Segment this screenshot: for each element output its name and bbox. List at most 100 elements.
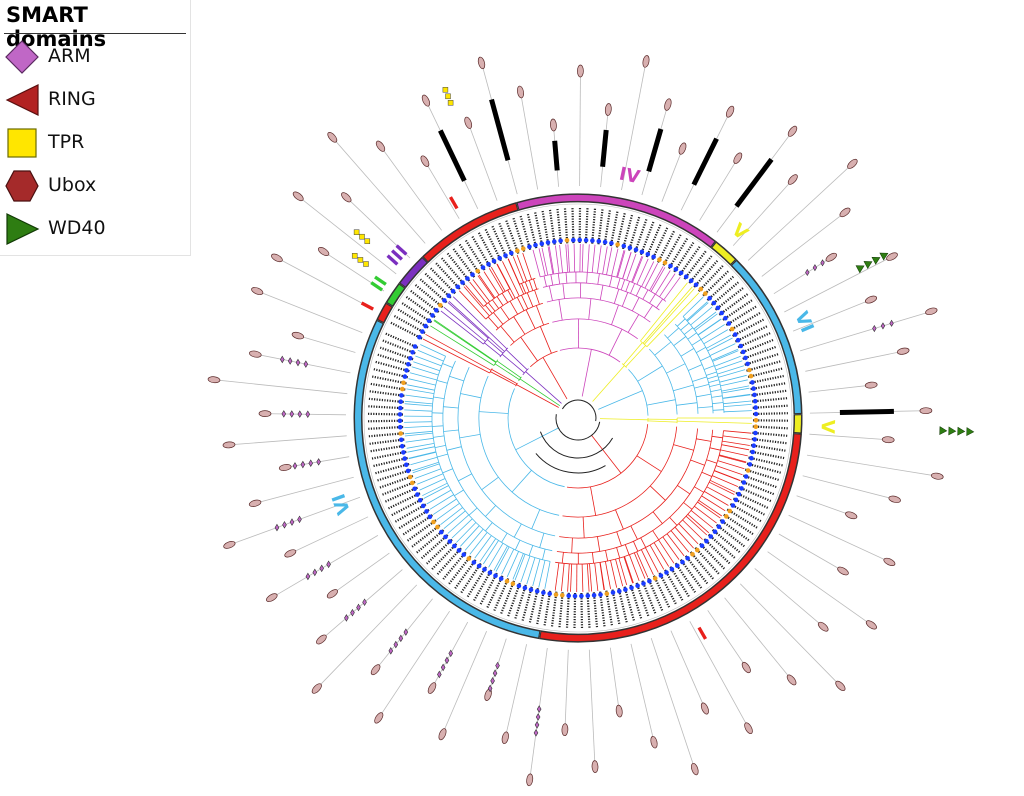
leaf-dot [683, 274, 689, 280]
branch [694, 384, 709, 389]
black-domain-bar [489, 98, 511, 161]
leaf-name [662, 234, 682, 266]
branch [493, 312, 504, 325]
branch [442, 392, 446, 422]
branch [604, 322, 638, 340]
branch [649, 293, 656, 304]
branch [519, 282, 524, 285]
branch [463, 286, 490, 317]
leaf-dot [673, 267, 679, 272]
black-domain-bar [438, 129, 467, 182]
leaf-dot [730, 503, 736, 508]
branch [587, 562, 600, 565]
branch [636, 258, 649, 285]
branch [526, 292, 534, 307]
branch [697, 482, 710, 503]
branch [704, 365, 715, 370]
leaf-dot [452, 543, 457, 549]
branch [521, 295, 529, 310]
branch [700, 355, 711, 362]
branch [565, 244, 569, 273]
leaf-name [401, 302, 433, 324]
arm-domain [356, 603, 361, 612]
arm-domain [872, 324, 877, 333]
branch [586, 563, 590, 592]
branch [586, 548, 613, 554]
black-domain-bar [646, 128, 664, 173]
branch [485, 505, 496, 517]
leaf-dot [415, 492, 420, 497]
leaf-name [732, 318, 765, 337]
leaf-dot [609, 240, 614, 246]
branch [718, 369, 746, 378]
branch [456, 522, 477, 543]
branch [446, 446, 462, 451]
leaf-dot [651, 254, 656, 260]
branch [599, 558, 616, 563]
leaf-dot [602, 239, 608, 245]
branch [636, 284, 646, 289]
ubox-domain [266, 593, 278, 602]
branch [444, 360, 456, 393]
branch [612, 542, 631, 549]
leaf-dot [442, 298, 447, 303]
ubox-domain [526, 773, 534, 787]
leaf-dot [598, 592, 603, 597]
branch [616, 277, 621, 289]
black-domain-bar [734, 157, 774, 208]
branch [561, 552, 564, 564]
leaf-dot [407, 474, 413, 480]
branch [526, 557, 536, 585]
branch [573, 243, 576, 273]
branch [489, 297, 496, 302]
branch [677, 477, 700, 510]
leaf-name [397, 308, 429, 329]
branch [719, 454, 747, 463]
branch [485, 522, 493, 532]
leaf-name [369, 438, 405, 445]
leaf-name [379, 474, 414, 489]
arm-domain [282, 521, 287, 529]
branch [434, 319, 497, 363]
leaf-name [420, 534, 449, 560]
leaf-name [732, 497, 765, 516]
branch [489, 370, 492, 374]
gene-track [754, 568, 827, 630]
leaf-dot [699, 543, 705, 548]
leaf-dot [420, 503, 426, 509]
leaf-name [639, 221, 655, 256]
gene-track [440, 631, 487, 739]
branch [532, 249, 541, 278]
branch [407, 384, 435, 391]
branch [514, 553, 526, 581]
gene-track [761, 209, 849, 277]
branch [523, 553, 536, 558]
gene-track [767, 551, 875, 628]
leaf-name [370, 444, 406, 453]
arm-domain [805, 268, 810, 277]
branch [723, 410, 752, 413]
gene-track [504, 644, 527, 742]
leaf-dot [503, 253, 508, 258]
branch [722, 394, 751, 399]
gene-track [318, 569, 403, 643]
leaf-name [541, 210, 550, 246]
branch [550, 274, 554, 286]
arm-domain [287, 357, 293, 365]
branch [406, 388, 435, 394]
branch [615, 509, 624, 530]
branch [404, 432, 433, 437]
leaf-dot [669, 566, 675, 572]
leaf-name [477, 232, 497, 265]
leaf-dot [627, 245, 633, 250]
clade-arc [423, 203, 518, 262]
branch [582, 271, 593, 273]
leaf-dot [750, 380, 755, 385]
branch [643, 305, 653, 319]
leaf-name [740, 338, 774, 355]
branch [494, 363, 520, 381]
branch [522, 252, 532, 280]
branch [697, 355, 706, 374]
branch [693, 311, 717, 330]
branch [636, 551, 649, 578]
